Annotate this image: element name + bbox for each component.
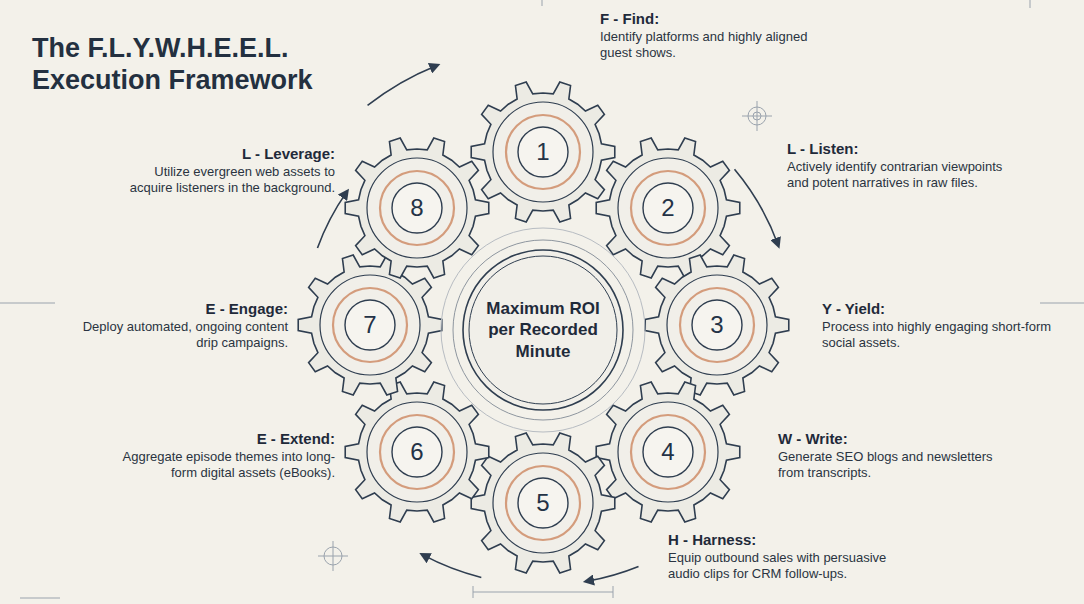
rotation-arrow xyxy=(587,566,638,581)
step-number: 6 xyxy=(410,438,423,466)
rotation-arrow xyxy=(735,169,778,244)
step-description: Deploy automated, ongoing content drip c… xyxy=(68,319,288,350)
step-heading: E - Extend: xyxy=(115,430,335,447)
step-description: Equip outbound sales with persuasive aud… xyxy=(668,550,908,581)
step-description: Generate SEO blogs and newsletters from … xyxy=(778,449,1008,480)
diagram-title: The F.L.Y.W.H.E.E.L. Execution Framework xyxy=(32,32,392,97)
step-description: Actively identify contrarian viewpoints … xyxy=(787,159,1007,190)
step-number: 3 xyxy=(710,311,723,339)
step-description: Aggregate episode themes into long-form … xyxy=(115,449,335,480)
hub-label: Maximum ROI per Recorded Minute xyxy=(483,298,603,362)
gear-node: 4 xyxy=(594,378,742,526)
gear-node: 7 xyxy=(296,251,444,399)
gear-node: 1 xyxy=(469,78,617,226)
step-heading: W - Write: xyxy=(778,430,1008,447)
step-number: 8 xyxy=(410,194,423,222)
step-description: Process into highly engaging short-form … xyxy=(822,319,1062,350)
step-heading: E - Engage: xyxy=(68,300,288,317)
step-description: Identify platforms and highly aligned gu… xyxy=(600,29,830,60)
step-heading: H - Harness: xyxy=(668,531,908,548)
rotation-arrow xyxy=(317,192,346,248)
step-number: 7 xyxy=(363,311,376,339)
gear-node: 5 xyxy=(469,429,617,577)
step-heading: F - Find: xyxy=(600,10,830,27)
step-heading: Y - Yield: xyxy=(822,300,1062,317)
rotation-arrow xyxy=(368,66,437,106)
step-heading: L - Listen: xyxy=(787,140,1007,157)
step-number: 2 xyxy=(661,194,674,222)
step-number: 1 xyxy=(536,138,549,166)
step-description: Utilize evergreen web assets to acquire … xyxy=(115,164,335,195)
rotation-arrow xyxy=(423,555,481,577)
step-heading: L - Leverage: xyxy=(115,145,335,162)
step-number: 4 xyxy=(661,438,674,466)
center-hub: Maximum ROI per Recorded Minute xyxy=(438,225,648,435)
gear-node: 2 xyxy=(594,134,742,282)
gear-node: 3 xyxy=(643,251,791,399)
rotation-arrows xyxy=(317,66,777,581)
step-number: 5 xyxy=(536,489,549,517)
